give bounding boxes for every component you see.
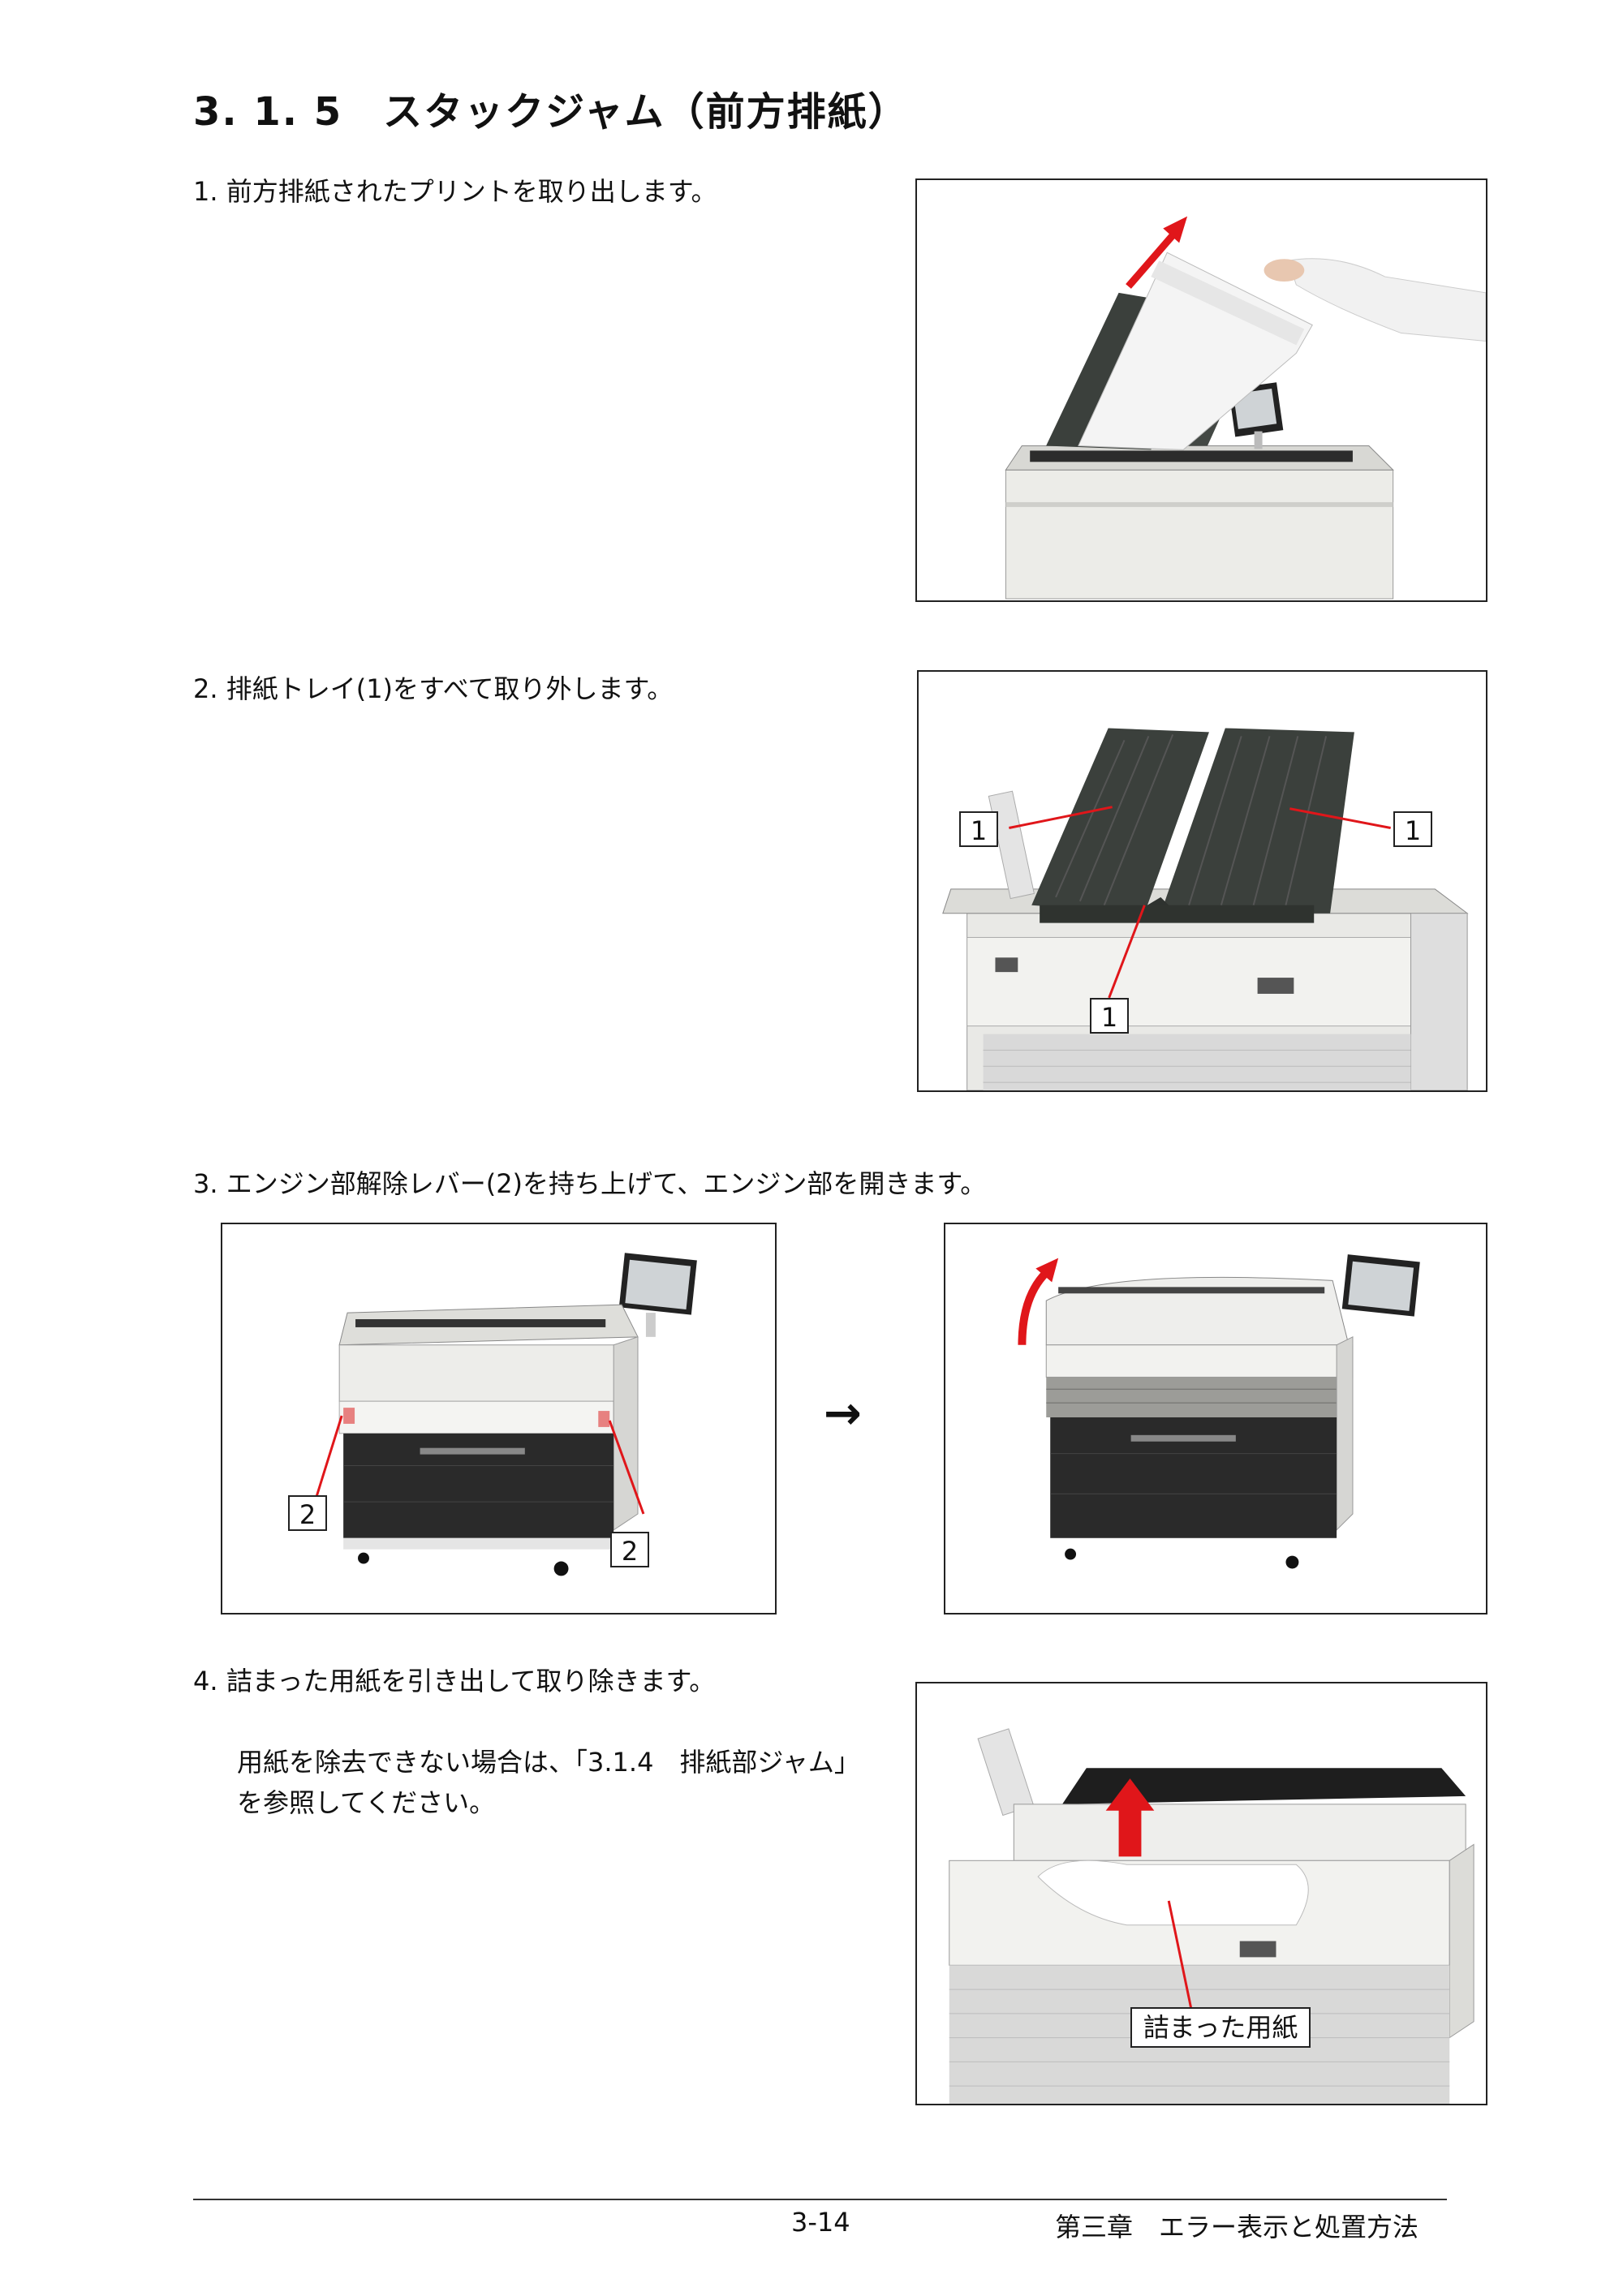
step-4-note-line2: を参照してください。 (237, 1787, 496, 1818)
step-2-text: 2. 排紙トレイ(1)をすべて取り外します。 (193, 673, 674, 704)
page-title: 3. 1. 5 スタックジャム（前方排紙） (193, 89, 909, 135)
callout-lever-left: 2 (288, 1495, 327, 1531)
callout-tray-left: 1 (959, 811, 998, 847)
step-1-photo (915, 178, 1487, 602)
step-3-text: 3. エンジン部解除レバー(2)を持ち上げて、エンジン部を開きます。 (193, 1168, 987, 1199)
step-3-photo-open (944, 1223, 1487, 1615)
footer-divider (193, 2199, 1447, 2200)
callout-tray-right: 1 (1393, 811, 1432, 847)
callout-tray-center: 1 (1090, 998, 1129, 1034)
step-4-text: 4. 詰まった用紙を引き出して取り除きます。 (193, 1666, 716, 1696)
transition-arrow: → (824, 1387, 862, 1440)
step-1-text: 1. 前方排紙されたプリントを取り出します。 (193, 176, 717, 207)
step-3-photo-closed (221, 1223, 777, 1615)
step-4-note-line1: 用紙を除去できない場合は、「3.1.4 排紙部ジャム」 (237, 1747, 860, 1778)
callout-jammed-paper: 詰まった用紙 (1130, 2007, 1311, 2048)
chapter-title: 第三章 エラー表示と処置方法 (1055, 2212, 1419, 2242)
page-number: 3-14 (791, 2207, 850, 2238)
step-2-photo (917, 670, 1487, 1092)
callout-lever-right: 2 (610, 1532, 649, 1567)
